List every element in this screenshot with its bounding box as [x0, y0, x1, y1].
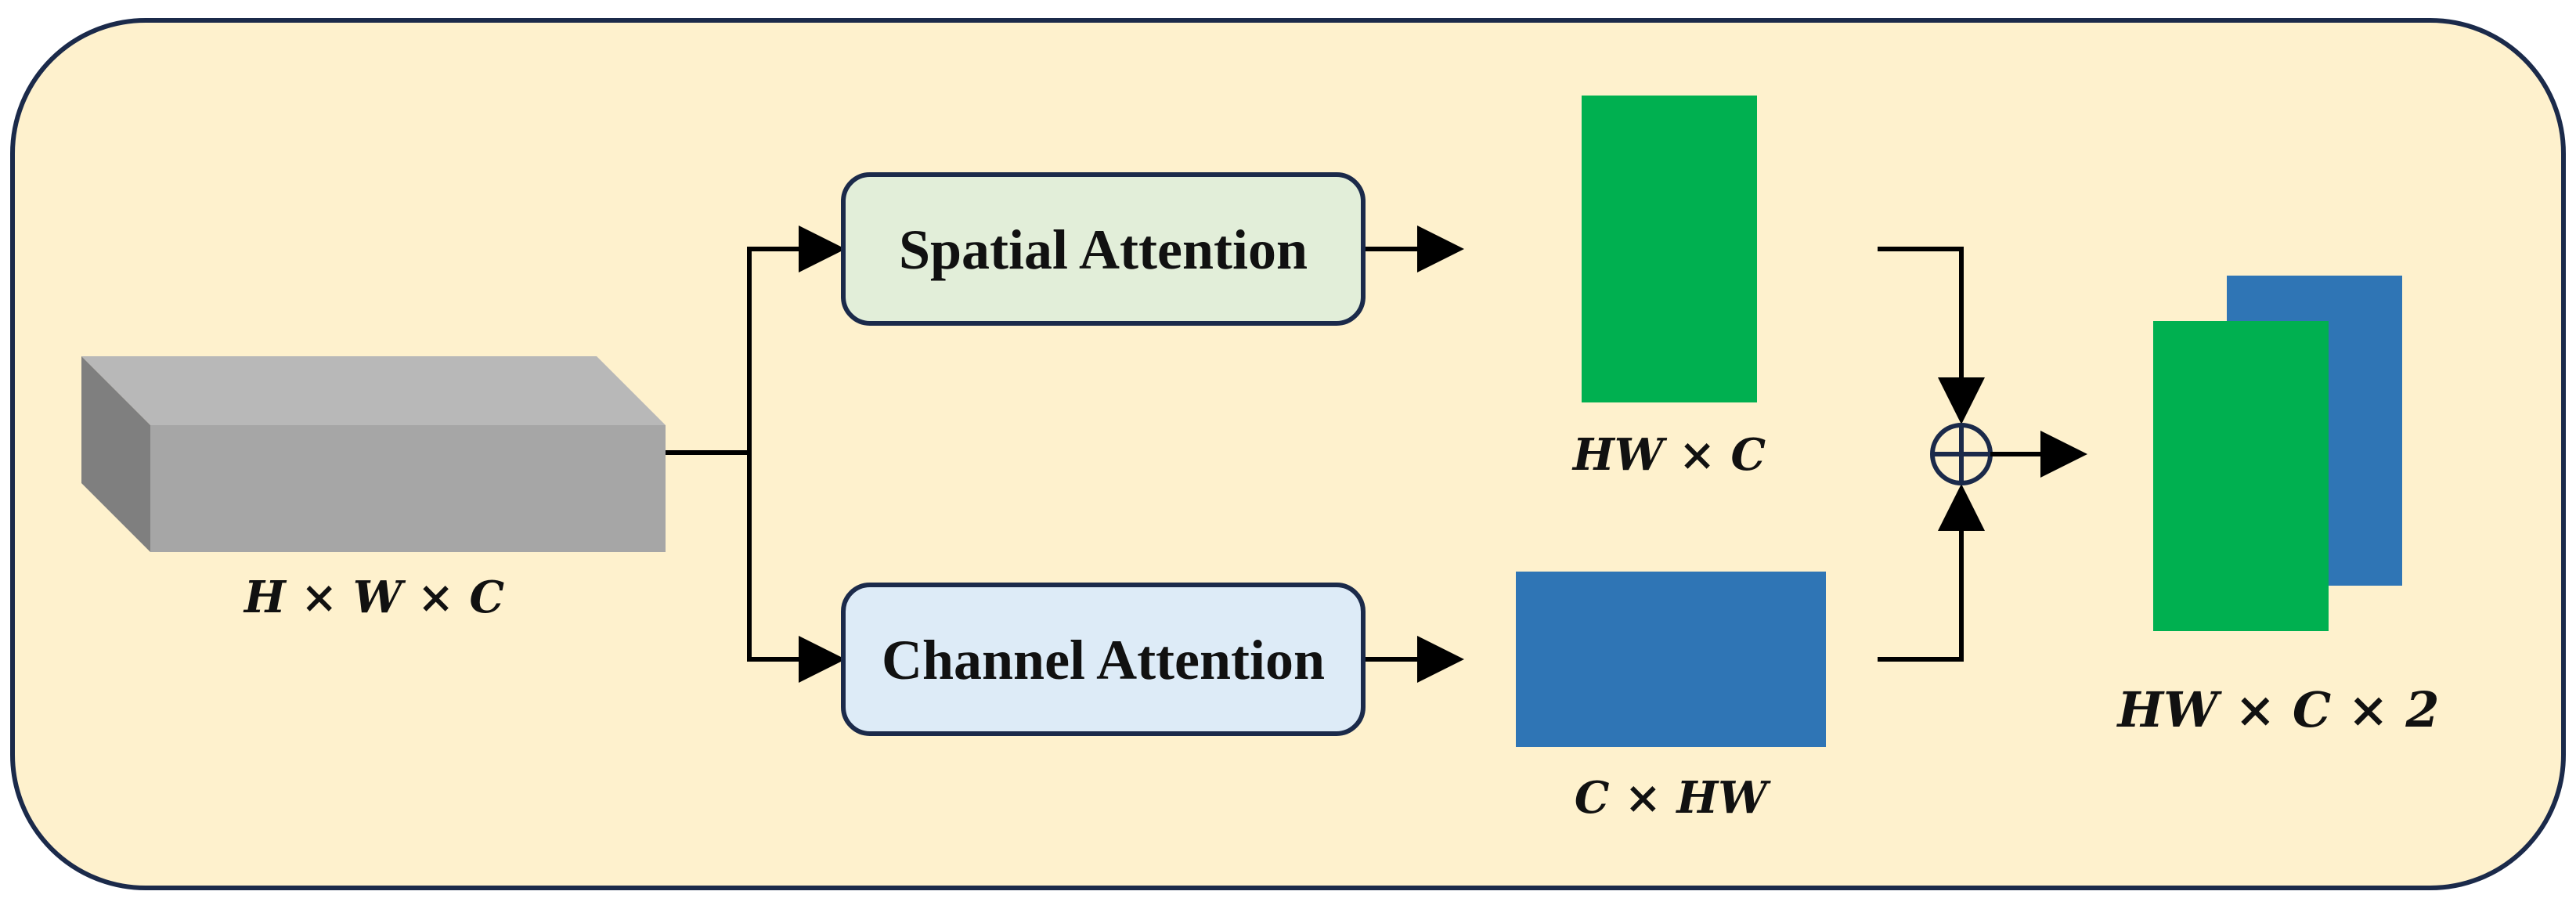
spatial-to-fusion-wire	[1878, 247, 1985, 424]
input-tensor-side	[81, 356, 150, 552]
spatial-feature-map	[1582, 96, 1757, 402]
input-dimension-label: H × W × C	[243, 572, 505, 623]
channel-output-dimension-label: C × HW	[1575, 772, 1771, 824]
spatial-attention-label: Spatial Attention	[899, 218, 1308, 281]
spatial-attention-box	[841, 172, 1366, 326]
background-panel	[10, 18, 2566, 890]
circled-plus-icon	[1930, 423, 1993, 485]
channel-attention-box	[841, 583, 1366, 736]
input-tensor	[81, 356, 666, 552]
fused-output-dimension-label: HW × C × 2	[2116, 681, 2440, 738]
input-tensor-top	[81, 356, 666, 425]
channel-attention-label: Channel Attention	[882, 629, 1325, 691]
fused-green-feature-map	[2153, 321, 2329, 631]
spatial-output-dimension-label: HW × C	[1571, 429, 1766, 481]
input-tensor-front	[150, 425, 666, 552]
channel-to-fusion-wire	[1878, 484, 1985, 662]
channel-feature-map	[1516, 572, 1826, 747]
